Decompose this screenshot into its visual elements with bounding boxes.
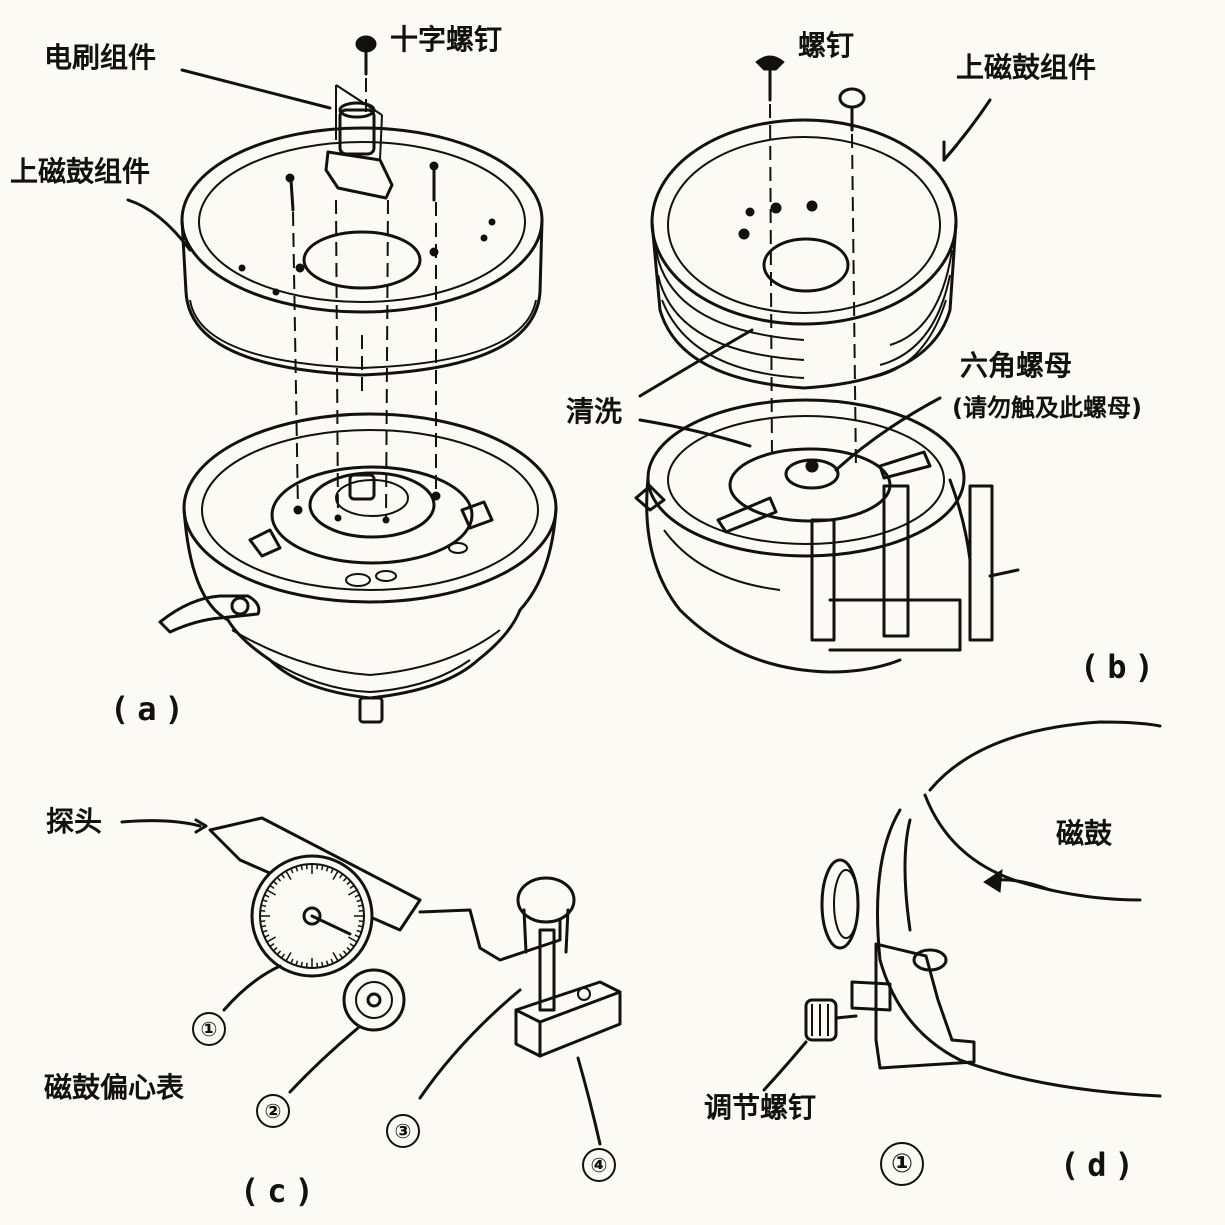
label-upper-drum-b: 上磁鼓组件 (956, 51, 1097, 84)
label-hex-nut-note: (请勿触及此螺母) (952, 394, 1142, 422)
upper-drum-b (650, 118, 958, 390)
panel-d-illustration (762, 720, 1162, 1098)
label-gauge: 磁鼓偏心表 (44, 1071, 185, 1104)
caption-c: (c) (240, 1172, 322, 1210)
screw-icon (838, 87, 866, 132)
label-upper-drum-a: 上磁鼓组件 (10, 155, 151, 188)
panel-a-illustration (126, 35, 558, 724)
lower-drum-a (158, 412, 558, 724)
lower-drum-b (634, 398, 1020, 674)
caption-a: (a) (110, 690, 192, 728)
leader-hex-nut (834, 396, 942, 472)
brush-assembly (324, 84, 394, 200)
label-drum: 磁鼓 (1056, 817, 1113, 850)
label-brush-assembly: 电刷组件 (44, 41, 157, 74)
leader-brush (180, 68, 332, 110)
arrow-icon (983, 869, 1052, 893)
label-probe: 探头 (46, 805, 103, 838)
label-phillips-screw: 十字螺钉 (390, 23, 503, 56)
upper-drum-a (180, 126, 544, 377)
caption-b: (b) (1080, 648, 1162, 686)
label-adjust-screw: 调节螺钉 (704, 1091, 817, 1124)
screw-icon (755, 55, 785, 102)
marker-1-c: ① (192, 1012, 226, 1046)
marker-4-c: ④ (582, 1148, 616, 1182)
panel-c-illustration (120, 816, 622, 1146)
label-screw-b: 螺钉 (798, 29, 855, 62)
leader-clean-1 (638, 328, 754, 398)
marker-1-d: ① (880, 1142, 924, 1186)
label-hex-nut: 六角螺母 (960, 349, 1073, 382)
caption-d: (d) (1060, 1146, 1142, 1184)
label-clean: 清洗 (566, 395, 623, 428)
leader-clean-2 (638, 418, 752, 448)
leader-drum-a (126, 198, 192, 252)
screw-icon (355, 35, 377, 76)
marker-2-c: ② (256, 1094, 290, 1128)
marker-3-c: ③ (386, 1114, 420, 1148)
panel-b-illustration (634, 55, 1020, 674)
